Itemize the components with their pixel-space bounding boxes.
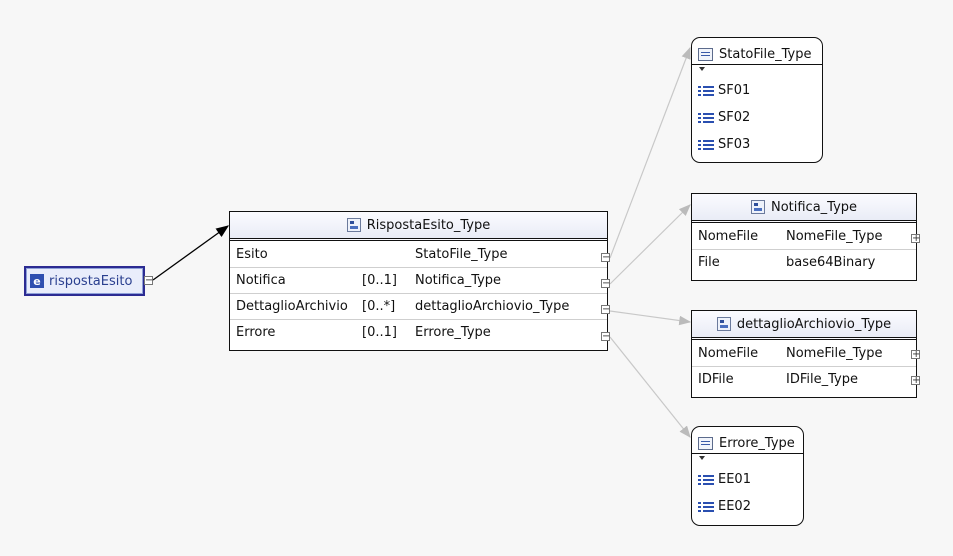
connector-errore-to-erroretype — [609, 336, 691, 438]
errore-collapse-toggle[interactable]: − — [601, 331, 611, 342]
complex-type-title: RispostaEsito_Type — [366, 217, 491, 233]
enum-value-label: EE02 — [718, 499, 751, 514]
connector-element-to-root — [152, 225, 230, 281]
enum-value-sf03[interactable]: SF03 — [692, 131, 822, 158]
simple-type-errore[interactable]: Errore_Type EE01 EE02 — [691, 426, 804, 526]
enum-value-ee02[interactable]: EE02 — [692, 493, 803, 520]
field-name: Errore — [236, 324, 276, 340]
element-icon: e — [30, 274, 44, 288]
complex-type-notifica[interactable]: Notifica_Type NomeFile NomeFile_Type Fil… — [691, 193, 917, 281]
field-row-errore[interactable]: Errore [0..1] Errore_Type — [230, 319, 607, 345]
element-collapse-toggle[interactable]: − — [144, 275, 154, 286]
enum-value-ee01[interactable]: EE01 — [692, 466, 803, 493]
complex-type-icon — [716, 317, 731, 331]
field-name: NomeFile — [698, 228, 759, 244]
field-row-notifica[interactable]: Notifica [0..1] Notifica_Type — [230, 267, 607, 294]
notifica-nomefile-expand-toggle[interactable]: + — [911, 233, 921, 244]
enumeration-icon — [698, 474, 714, 486]
field-row-nomefile[interactable]: NomeFile NomeFile_Type — [692, 340, 916, 367]
field-name: DettaglioArchivio — [236, 298, 348, 314]
enumeration-icon — [698, 501, 714, 513]
dettaglio-nomefile-expand-toggle[interactable]: + — [911, 349, 921, 360]
enumeration-icon — [698, 85, 714, 97]
simple-type-title: StatoFile_Type — [719, 46, 812, 62]
connector-esito-to-statofile — [609, 46, 691, 259]
restriction-marker — [692, 65, 822, 77]
field-type: base64Binary — [786, 254, 876, 270]
simple-type-icon — [698, 47, 713, 61]
field-name: Notifica — [236, 272, 286, 288]
simple-type-statofile[interactable]: StatoFile_Type SF01 SF02 SF03 — [691, 37, 823, 163]
field-row-idfile[interactable]: IDFile IDFile_Type — [692, 366, 916, 392]
complex-type-header: Notifica_Type — [692, 194, 916, 223]
field-row-esito[interactable]: Esito StatoFile_Type — [230, 241, 607, 268]
field-row-nomefile[interactable]: NomeFile NomeFile_Type — [692, 223, 916, 250]
notifica-collapse-toggle[interactable]: − — [601, 278, 611, 289]
enum-value-label: EE01 — [718, 472, 751, 487]
element-label: rispostaEsito — [49, 273, 133, 289]
complex-type-header: dettaglioArchiovio_Type — [692, 311, 916, 340]
field-name: Esito — [236, 246, 268, 262]
complex-type-icon — [346, 218, 361, 232]
complex-type-dettaglioarchiovio[interactable]: dettaglioArchiovio_Type NomeFile NomeFil… — [691, 310, 917, 398]
field-name: NomeFile — [698, 345, 759, 361]
field-occurs: [0..*] — [362, 298, 396, 314]
connector-notifica-to-notificatype — [609, 204, 691, 285]
field-name: IDFile — [698, 371, 734, 387]
enum-value-label: SF01 — [718, 83, 751, 98]
field-type: Notifica_Type — [415, 272, 502, 288]
complex-type-title: Notifica_Type — [770, 199, 858, 215]
complex-type-title: dettaglioArchiovio_Type — [736, 316, 892, 332]
field-occurs: [0..1] — [362, 324, 397, 340]
enumeration-icon — [698, 139, 714, 151]
field-occurs: [0..1] — [362, 272, 397, 288]
field-type: NomeFile_Type — [786, 228, 883, 244]
enum-value-sf01[interactable]: SF01 — [692, 77, 822, 104]
simple-type-icon — [698, 436, 713, 450]
enum-value-label: SF02 — [718, 110, 751, 125]
enumeration-icon — [698, 112, 714, 124]
dettaglio-idfile-expand-toggle[interactable]: + — [911, 375, 921, 386]
simple-type-title: Errore_Type — [719, 435, 795, 451]
field-type: dettaglioArchiovio_Type — [415, 298, 570, 314]
complex-type-header: RispostaEsito_Type — [230, 212, 607, 241]
field-row-file[interactable]: File base64Binary — [692, 249, 916, 275]
esito-collapse-toggle[interactable]: − — [601, 252, 611, 263]
complex-type-icon — [750, 200, 765, 214]
field-name: File — [698, 254, 720, 270]
field-type: Errore_Type — [415, 324, 491, 340]
enum-value-label: SF03 — [718, 137, 751, 152]
field-type: NomeFile_Type — [786, 345, 883, 361]
connector-dettaglio-to-dettagliotype — [609, 310, 692, 326]
complex-type-rispostaesito[interactable]: RispostaEsito_Type Esito StatoFile_Type … — [229, 211, 608, 351]
field-row-dettaglioarchivio[interactable]: DettaglioArchivio [0..*] dettaglioArchio… — [230, 293, 607, 320]
restriction-marker — [692, 454, 803, 466]
enum-value-sf02[interactable]: SF02 — [692, 104, 822, 131]
field-type: StatoFile_Type — [415, 246, 508, 262]
element-node-rispostaesito[interactable]: e rispostaEsito — [24, 266, 145, 296]
dettaglio-collapse-toggle[interactable]: − — [601, 304, 611, 315]
field-type: IDFile_Type — [786, 371, 858, 387]
